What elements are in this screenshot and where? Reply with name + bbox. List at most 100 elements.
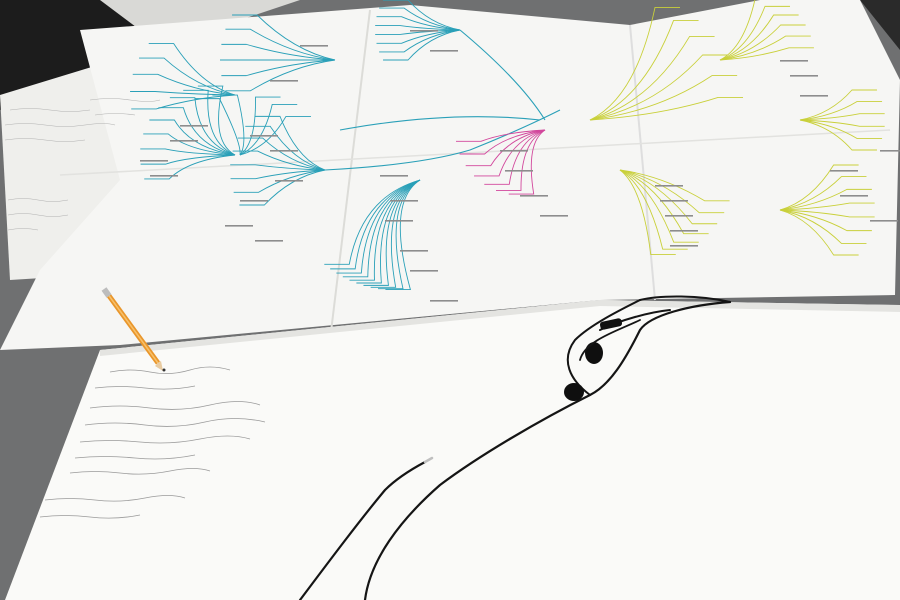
node-label-mark bbox=[800, 95, 828, 97]
floor-tile bbox=[100, 0, 300, 30]
paper-fold bbox=[59, 129, 891, 176]
node-label-mark bbox=[790, 75, 818, 77]
branch-line bbox=[232, 150, 326, 171]
branch-line bbox=[589, 35, 715, 121]
branch-line bbox=[719, 0, 756, 61]
branch-line bbox=[589, 6, 680, 121]
branch-line bbox=[799, 119, 877, 151]
paper-fold bbox=[329, 9, 371, 341]
branch-line bbox=[619, 169, 688, 250]
branch-line bbox=[169, 97, 236, 156]
branch-line bbox=[383, 0, 461, 31]
branch-line bbox=[230, 169, 326, 180]
branch-spine bbox=[324, 29, 561, 171]
branch-line bbox=[144, 154, 236, 180]
mind-map-branches bbox=[130, 0, 900, 302]
node-label-mark bbox=[225, 225, 253, 227]
branch-line bbox=[239, 96, 281, 156]
branch-line bbox=[385, 179, 421, 291]
branch-line bbox=[239, 103, 298, 156]
node-label-mark bbox=[665, 215, 693, 217]
branch-line bbox=[484, 129, 546, 185]
branch-line bbox=[779, 188, 872, 211]
node-label-mark bbox=[400, 250, 428, 252]
node-label-mark bbox=[380, 175, 408, 177]
branch-line bbox=[719, 14, 799, 61]
node-label-mark bbox=[660, 200, 688, 202]
branch-line bbox=[779, 209, 867, 244]
branch-line bbox=[719, 47, 814, 61]
branch-line bbox=[237, 137, 326, 171]
branch-line bbox=[383, 29, 461, 61]
node-label-mark bbox=[670, 245, 698, 247]
branch-line bbox=[719, 35, 811, 61]
branch-line bbox=[330, 179, 421, 270]
branch-line bbox=[719, 5, 790, 61]
branch-line bbox=[589, 19, 699, 121]
node-label-mark bbox=[270, 80, 298, 82]
branch-line bbox=[225, 28, 336, 61]
branch-line bbox=[799, 119, 883, 139]
branch-line bbox=[232, 14, 336, 61]
node-label-mark bbox=[240, 200, 268, 202]
branch-line bbox=[779, 209, 859, 256]
branch-line bbox=[508, 129, 546, 195]
branch-line bbox=[132, 73, 236, 96]
branch-line bbox=[194, 98, 241, 156]
branch-line bbox=[474, 129, 546, 177]
branch-line bbox=[143, 133, 236, 156]
node-label-mark bbox=[275, 180, 303, 182]
branch-line bbox=[212, 94, 245, 156]
branch-line bbox=[230, 164, 326, 171]
branch-line bbox=[349, 179, 421, 281]
branch-line bbox=[619, 169, 699, 243]
branch-line bbox=[255, 115, 326, 171]
branch-line bbox=[496, 129, 546, 191]
node-label-mark bbox=[410, 30, 438, 32]
node-label-mark bbox=[655, 185, 683, 187]
branch-line bbox=[589, 54, 728, 121]
branch-line bbox=[139, 57, 236, 96]
pencil-icon bbox=[101, 287, 166, 372]
branch-line bbox=[336, 179, 421, 274]
node-label-mark bbox=[150, 175, 178, 177]
node-label-mark bbox=[505, 170, 533, 172]
branch-line bbox=[158, 107, 236, 156]
branch-line bbox=[239, 169, 326, 206]
node-label-mark bbox=[870, 220, 898, 222]
branch-line bbox=[221, 59, 336, 77]
node-label-mark bbox=[250, 135, 278, 137]
branch-line bbox=[378, 179, 421, 290]
branch-line bbox=[197, 85, 236, 156]
branch-line bbox=[619, 169, 676, 256]
branch-line bbox=[799, 89, 877, 121]
branch-line bbox=[221, 43, 336, 61]
node-label-mark bbox=[880, 150, 900, 152]
branch-line bbox=[140, 148, 236, 156]
branch-line bbox=[799, 113, 885, 121]
branch-line bbox=[465, 129, 546, 167]
node-label-mark bbox=[170, 140, 198, 142]
branch-line bbox=[324, 179, 421, 265]
mind-map-sheet bbox=[0, 0, 900, 350]
branch-line bbox=[342, 179, 421, 278]
node-label-mark bbox=[300, 45, 328, 47]
node-label-mark bbox=[540, 215, 568, 217]
branch-line bbox=[779, 176, 867, 211]
branch-line bbox=[799, 119, 885, 127]
node-label-mark bbox=[780, 60, 808, 62]
node-label-mark bbox=[180, 125, 208, 127]
handwritten-notes bbox=[39, 366, 266, 519]
branch-line bbox=[140, 154, 236, 165]
branch-line bbox=[459, 129, 546, 155]
branch-line bbox=[779, 202, 875, 211]
node-label-mark bbox=[255, 240, 283, 242]
branch-line bbox=[779, 164, 859, 211]
branch-line bbox=[245, 125, 326, 171]
branch-line bbox=[455, 129, 546, 142]
branch-line bbox=[619, 169, 709, 235]
branch-line bbox=[799, 101, 883, 121]
dark-object-top-right bbox=[860, 0, 900, 50]
